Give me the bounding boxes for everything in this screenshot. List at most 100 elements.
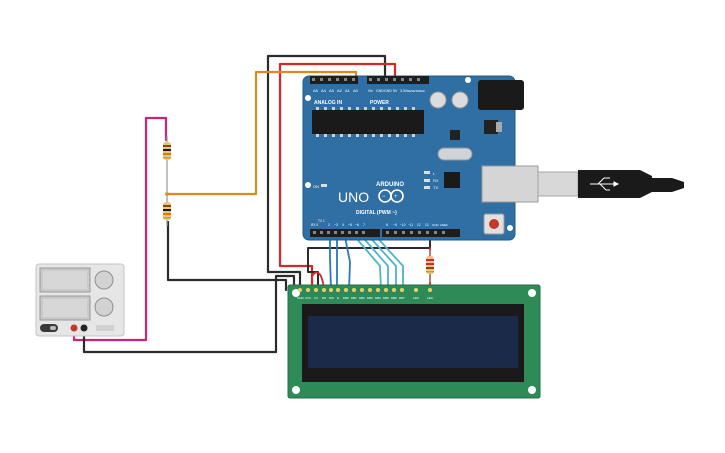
pin-label-d0: RX 0	[311, 223, 318, 227]
wire-d5[interactable]	[350, 231, 382, 291]
dc-power-jack[interactable]	[478, 80, 524, 110]
pin-label-gnd2: GND	[432, 223, 440, 227]
pin-label-a2: A2	[337, 88, 343, 93]
chip-pins	[316, 107, 415, 137]
wire-gnd-top[interactable]	[266, 54, 387, 290]
pin-label-a5: A5	[313, 88, 319, 93]
usb-symbol-icon	[590, 177, 620, 191]
analog-header	[310, 76, 358, 84]
board-brand-label: ARDUINO	[376, 182, 404, 188]
svg-text:−: −	[382, 194, 386, 200]
resistor-divider-top[interactable]	[163, 136, 171, 166]
pin-label-aref: AREF	[440, 223, 448, 227]
lcd-pin-label: DB7	[399, 296, 405, 300]
supply-knob-current[interactable]	[94, 297, 114, 317]
lcd-pin-label: DB1	[351, 296, 357, 300]
digital-pin-labels: RX 0 TX 1 2 ~3 4 ~5 ~6 7 8 ~9 ~10 ~11 12…	[311, 219, 448, 227]
wire-d4[interactable]	[343, 231, 351, 291]
wire-d7[interactable]	[364, 231, 397, 291]
wires	[72, 54, 431, 354]
junction-dot	[165, 192, 169, 196]
lcd-pin-label: DB0	[343, 296, 349, 300]
power-supply-icon[interactable]	[35, 263, 125, 337]
resistor-divider-bottom[interactable]	[163, 198, 171, 226]
pin-label-a3: A3	[329, 88, 335, 93]
wire-a0[interactable]	[166, 70, 358, 196]
lcd-16x2[interactable]: GND VCC V0 RS RW E DB0 DB1 DB2 DB3 DB4 D…	[287, 284, 541, 399]
on-label: ON	[313, 184, 319, 189]
resistor-lcd-backlight[interactable]	[426, 250, 434, 282]
arduino-uno-board[interactable]: A5 A4 A3 A2 A1 A0 ANALOG IN POWER Vin GN…	[302, 75, 539, 241]
small-chip	[450, 130, 460, 140]
usb-cable[interactable]	[537, 170, 684, 198]
voltage-regulator	[484, 120, 498, 134]
pin-label-a4: A4	[321, 88, 327, 93]
pin-label-d12: 12	[417, 223, 421, 227]
lcd-pin-pads	[298, 288, 432, 292]
pin-label-a1: A1	[345, 88, 351, 93]
wire-d8[interactable]	[371, 231, 404, 291]
pin-label-d9: ~9	[393, 223, 397, 227]
pin-label-d8: 8	[386, 223, 388, 227]
pin-label-d4: 4	[342, 223, 344, 227]
wire-d2[interactable]	[329, 231, 332, 291]
pin-label-reset: RESET	[407, 89, 417, 93]
power-header	[367, 76, 429, 84]
lcd-pin-label: DB5	[383, 296, 389, 300]
pin-label-d3: ~3	[334, 223, 338, 227]
wire-supply-positive[interactable]	[72, 116, 168, 342]
lcd-pin-label: GND	[297, 296, 305, 300]
power-pin-labels: Vin GND GND 5V 3.3V RESET IOREF	[368, 89, 425, 93]
pin-label-5v: 5V	[393, 89, 398, 93]
usb-port[interactable]	[481, 165, 539, 203]
rx-label: RX	[433, 178, 439, 183]
lcd-screen	[308, 316, 518, 368]
lcd-pin-label: DB6	[391, 296, 397, 300]
lcd-pin-label: LED	[413, 296, 420, 300]
tx-label: TX	[433, 185, 438, 190]
infinity-logo-icon: − +	[378, 189, 404, 203]
lcd-pin-label: DB2	[359, 296, 365, 300]
mounting-hole	[292, 289, 300, 297]
wire-arduino-gnd[interactable]	[307, 237, 431, 291]
lcd-pin-label: DB3	[367, 296, 373, 300]
digital-pins	[313, 231, 445, 234]
mounting-hole	[507, 225, 513, 231]
svg-text:+: +	[394, 194, 398, 200]
wire-d6[interactable]	[357, 231, 389, 291]
lcd-pin-label: V0	[314, 296, 318, 300]
wire-supply-negative[interactable]	[82, 274, 296, 354]
mounting-hole	[292, 386, 300, 394]
pin-label-3v3: 3.3V	[400, 89, 408, 93]
mounting-hole	[465, 77, 471, 83]
lcd-pin-label: VCC	[305, 296, 312, 300]
capacitor	[429, 91, 447, 109]
on-led	[321, 184, 327, 187]
l-label: L	[433, 171, 436, 176]
tx-led	[424, 186, 430, 189]
power-label: POWER	[370, 100, 389, 106]
wire-5v[interactable]	[278, 62, 397, 290]
pin-label-d13: 13	[425, 223, 429, 227]
lcd-pin-labels: GND VCC V0 RS RW E DB0 DB1 DB2 DB3 DB4 D…	[297, 296, 434, 300]
pin-label-d2: 2	[328, 223, 330, 227]
analog-pin-labels: A5 A4 A3 A2 A1 A0	[313, 88, 359, 93]
microcontroller-chip	[312, 110, 424, 134]
mounting-hole	[305, 95, 311, 101]
supply-knob-voltage[interactable]	[94, 270, 114, 290]
supply-terminal-positive[interactable]	[70, 324, 78, 332]
digital-header-low	[310, 229, 380, 237]
pin-label-gnd: GND	[376, 89, 384, 93]
pin-label-d7: 7	[363, 223, 365, 227]
digital-label: DIGITAL (PWM ~)	[356, 210, 397, 216]
pin-label-d5: ~5	[348, 223, 352, 227]
wire-divider-gnd[interactable]	[166, 220, 288, 292]
supply-terminal-negative[interactable]	[80, 324, 88, 332]
rx-led	[424, 179, 430, 182]
lcd-pin-label: E	[337, 296, 339, 300]
usb-chip	[444, 172, 460, 188]
capacitor	[451, 91, 469, 109]
lcd-pin-label: RS	[322, 296, 326, 300]
pin-label-d10: ~10	[400, 223, 406, 227]
